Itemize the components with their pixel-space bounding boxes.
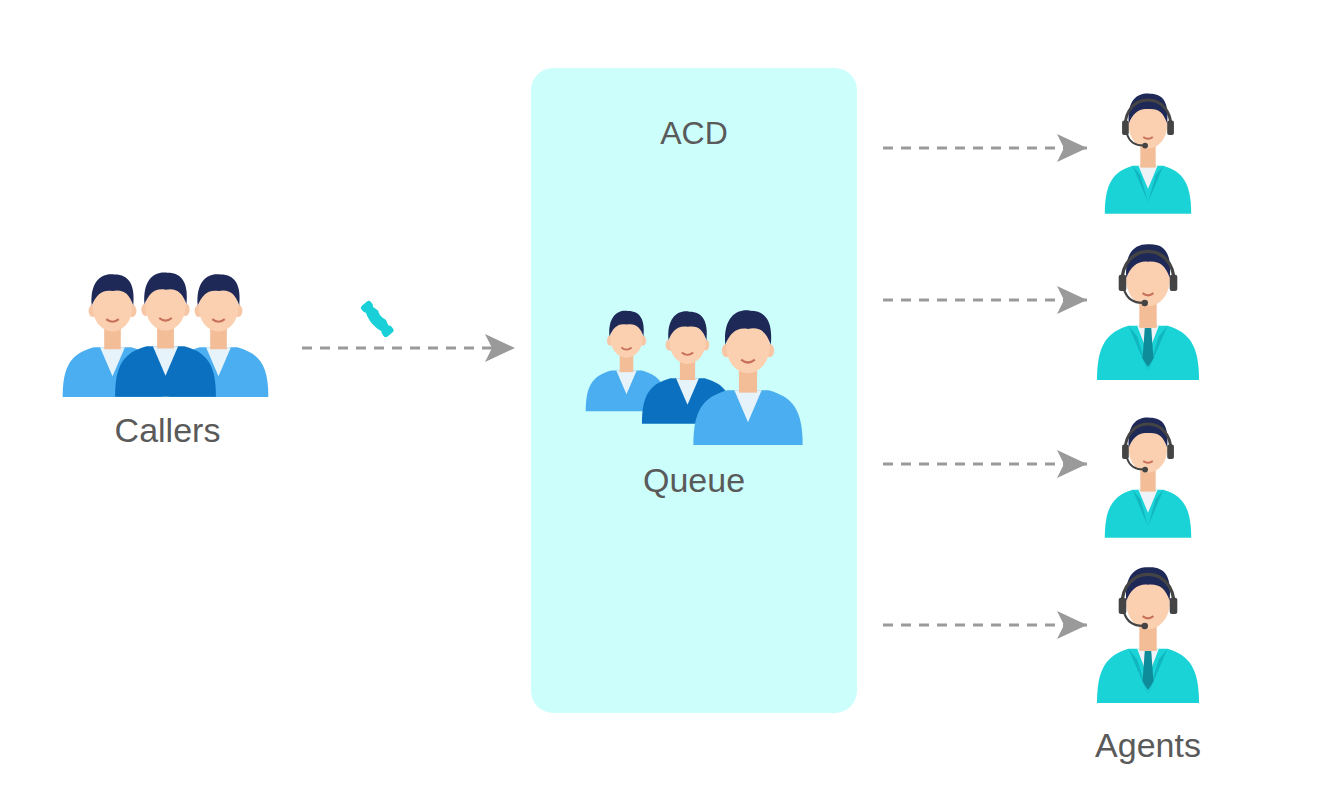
agent-figure [1105,418,1191,538]
dashed-arrow [883,624,1087,627]
node-label: Queue [643,460,745,500]
dashed-arrow [883,147,1087,150]
agent-figure [1097,567,1199,703]
node-label: Agents [1095,725,1201,765]
agent-figure [1097,244,1199,380]
caller-figure [693,310,802,445]
agent-figure [1105,94,1191,214]
queue-figures [586,310,803,445]
dashed-arrow [883,463,1087,466]
node-label: ACD [660,113,728,153]
node-label: Callers [115,410,221,450]
phone-icon [359,300,395,339]
callers-figures [63,273,269,397]
dashed-arrow [883,299,1087,302]
agent-figures [1097,94,1199,703]
caller-figure [115,273,216,397]
dashed-arrow [302,347,515,350]
